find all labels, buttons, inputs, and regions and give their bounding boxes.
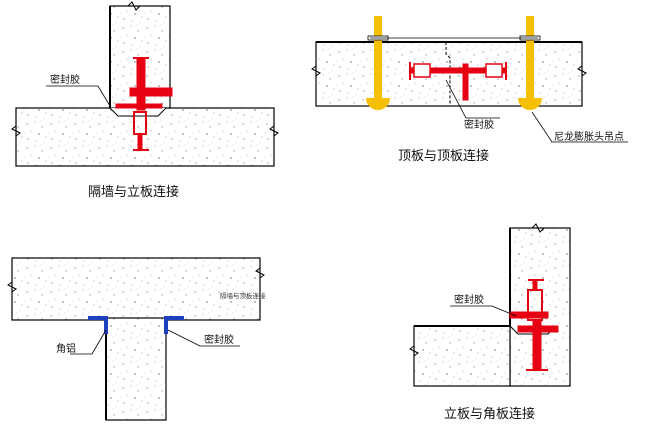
partition-wall-3 — [105, 317, 167, 421]
label-nylon-anchor: 尼龙膨胀头吊点 — [554, 130, 624, 143]
break-mark-left-4 — [409, 345, 419, 357]
leader-sealant-2 — [445, 79, 500, 119]
break-mark-left-2 — [311, 65, 321, 77]
leader-sealant-4 — [450, 305, 517, 317]
label-sealant-4: 密封胶 — [454, 293, 484, 306]
leader-corner — [70, 329, 107, 355]
break-mark-top-4 — [531, 223, 545, 233]
label-sealant-3: 密封胶 — [204, 333, 234, 346]
break-mark-left — [11, 125, 21, 137]
caption-partition-wall-panel: 隔墙与立板连接 — [88, 184, 179, 200]
panel-partition-to-roof: 角铝 密封胶 隔墙与顶板连接 — [7, 257, 266, 421]
caption-wall-corner: 立板与角板连接 — [444, 406, 535, 422]
panel-partition-to-wall-panel: 密封胶 隔墙与立板连接 — [11, 1, 279, 200]
roof-slab — [315, 41, 583, 107]
sealant-connector-4 — [509, 279, 559, 371]
panel-roof-to-roof: 密封胶 尼龙膨胀头吊点 顶板与顶板连接 — [311, 16, 628, 164]
label-sealant-1: 密封胶 — [50, 73, 80, 86]
panel-wall-to-corner: 密封胶 立板与角板连接 — [409, 223, 571, 422]
break-mark-right-3 — [255, 267, 265, 279]
caption-roof-to-roof: 顶板与顶板连接 — [398, 148, 489, 164]
panel-joint — [445, 42, 451, 106]
aluminum-angle-left — [88, 316, 108, 334]
label-partition-roof-small: 隔墙与顶板连接 — [220, 291, 266, 300]
break-mark-left-3 — [7, 281, 17, 293]
sealant-connector-2 — [409, 62, 507, 101]
break-mark-right — [269, 125, 279, 137]
leader-sealant-1 — [46, 85, 111, 107]
leader-anchor — [531, 111, 628, 143]
break-mark-right-2 — [577, 65, 587, 77]
break-mark-top — [127, 1, 141, 11]
corner-panel-4 — [413, 325, 511, 387]
label-sealant-2: 密封胶 — [464, 118, 494, 131]
roof-slab-3 — [11, 257, 261, 321]
sealant-connector — [115, 57, 173, 151]
aluminum-angle-right — [164, 316, 184, 334]
label-corner-aluminum: 角铝 — [56, 343, 76, 355]
leader-sealant-3 — [167, 329, 240, 347]
